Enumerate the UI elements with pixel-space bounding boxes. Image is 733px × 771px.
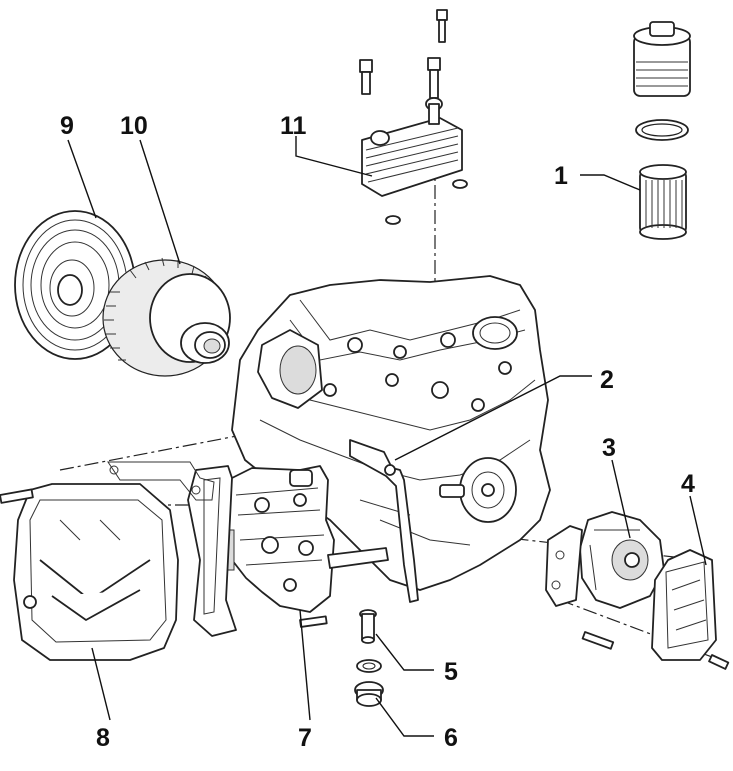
leader-line-3 (611, 459, 631, 539)
callout-11: 11 (280, 112, 307, 140)
callout-7: 7 (298, 724, 312, 752)
drain-plug (354, 681, 384, 707)
stud-part (359, 609, 377, 644)
bolt-icon (359, 59, 373, 95)
bolt-icon (427, 57, 441, 99)
callout-4: 4 (681, 470, 695, 498)
callout-labels: 1 2 3 4 5 6 7 8 9 10 11 (60, 112, 695, 752)
leader-line-6 (375, 697, 434, 737)
bolt-icon (299, 615, 328, 628)
selector-shaft (349, 439, 419, 603)
leader-line-11 (295, 136, 373, 177)
callout-3: 3 (602, 434, 616, 462)
callout-9: 9 (60, 112, 74, 140)
o-ring-icon (452, 179, 468, 189)
oil-pan-cover (0, 483, 179, 661)
filter-element (639, 164, 687, 240)
callout-10: 10 (120, 112, 148, 140)
bolt-icon (436, 9, 448, 43)
leader-line-2 (394, 375, 592, 461)
leader-line-1 (580, 174, 641, 191)
oil-cooler (359, 9, 468, 225)
leader-lines (67, 136, 707, 737)
bolt-icon (708, 654, 730, 670)
callout-5: 5 (444, 658, 458, 686)
pump-cover (545, 511, 665, 609)
oil-filter-assembly (633, 21, 691, 240)
clutch-drum (102, 257, 231, 377)
callout-2: 2 (600, 366, 614, 394)
side-cover (581, 549, 730, 670)
leader-line-10 (139, 139, 181, 265)
callout-8: 8 (96, 724, 110, 752)
leader-line-9 (67, 139, 97, 219)
cover-gasket (107, 461, 215, 501)
valve-body-gasket (187, 465, 237, 637)
transmission-housing (231, 275, 551, 591)
bolt-icon (0, 488, 34, 504)
callout-1: 1 (554, 162, 568, 190)
filter-cap (633, 21, 691, 97)
leader-line-8 (91, 647, 111, 721)
o-ring-icon (385, 215, 401, 225)
bolt-icon (581, 631, 615, 650)
leader-line-7 (299, 609, 311, 721)
drain-plug-assembly (354, 609, 384, 707)
leader-line-5 (375, 633, 434, 671)
leader-line-4 (689, 495, 707, 566)
callout-6: 6 (444, 724, 458, 752)
